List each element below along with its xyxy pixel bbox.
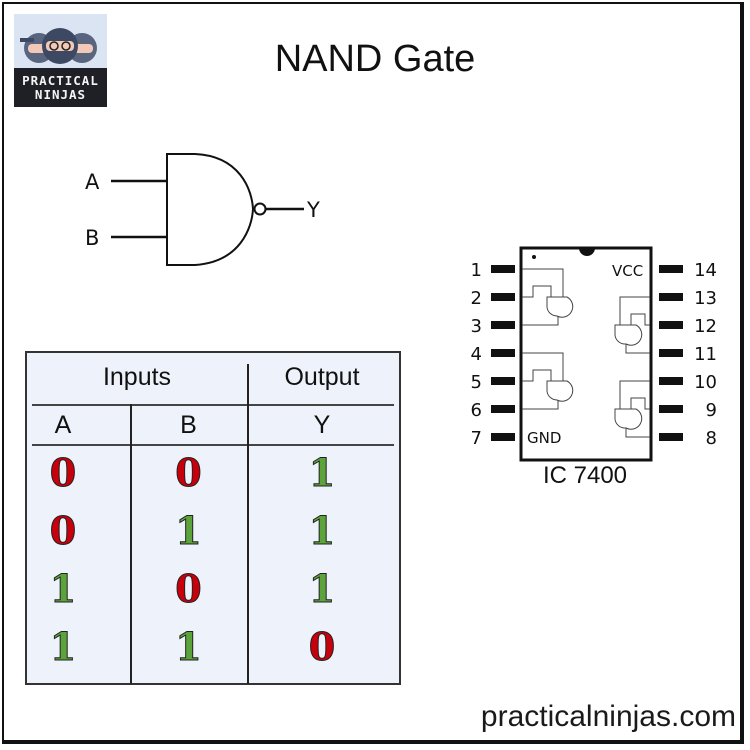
output-y-label: Y [306,198,320,222]
website-footer: practicalninjas.com [480,700,736,733]
ic-pin-number: 7 [471,428,482,449]
ic-pin-right [659,321,683,329]
column-header-b: B [180,411,197,439]
truth-table-cell: 0 [308,624,336,669]
ic-pin-number: 11 [694,344,717,365]
ic-pin-right [659,377,683,385]
header-divider [247,364,249,406]
column-header-a: A [54,411,72,439]
gate-1-wiring [522,268,574,326]
and-body-shape [166,153,255,266]
ic-pin-left [491,265,515,273]
truth-table-cell: 0 [49,450,77,495]
truth-table: Inputs Output A B Y 0 0 1 0 1 1 1 0 1 1 1 0 [25,351,401,685]
page-title: NAND Gate [274,38,476,80]
inversion-bubble [253,202,267,216]
ninja-faces-icon [14,14,107,68]
column-header-rule [32,444,394,446]
truth-table-cell: 1 [308,508,336,553]
input-a-label: A [85,170,100,194]
ic-pin-number: 5 [471,372,482,393]
input-b-label: B [85,226,99,250]
truth-table-cell: 1 [308,566,336,611]
ic-pin-left [491,433,515,441]
ic-pin-number: 12 [694,316,717,337]
ic-pin-left [491,377,515,385]
ic-pin-left [491,321,515,329]
logo-banner: PRACTICAL NINJAS [14,68,107,107]
ic-pin-number: 9 [706,400,717,421]
ic-pin-number: 10 [694,372,717,393]
header-rule [32,404,394,406]
gnd-label: GND [527,429,561,447]
nand-gate-symbol: A B Y [85,153,320,266]
ic-pin-number: 8 [706,428,717,449]
ic-pin-number: 13 [694,288,717,309]
ic-pin-left [491,349,515,357]
ic-pin-number: 3 [471,316,482,337]
ic-pin-right [659,293,683,301]
ic-pin-left [491,405,515,413]
ic-notch [579,248,595,256]
practical-ninjas-logo: PRACTICAL NINJAS [14,14,107,107]
ic-pin-left [491,293,515,301]
column-divider-1 [130,404,132,684]
gate-4-wiring [614,380,650,438]
vcc-label: VCC [612,262,643,280]
truth-table-cell: 0 [49,508,77,553]
ic-pin-number: 14 [694,260,717,281]
truth-table-cell: 1 [49,624,77,669]
truth-table-cell: 1 [175,508,202,553]
column-divider-2 [247,404,249,684]
ic-pin-number: 6 [471,400,482,421]
ic-pin-number: 2 [471,288,482,309]
ic-pin-right [659,433,683,441]
column-header-y: Y [313,411,331,439]
inputs-header: Inputs [102,363,172,391]
logo-line-2: NINJAS [34,86,87,102]
ic-pin-number: 1 [471,260,482,281]
ic-pin-right [659,265,683,273]
truth-table-cell: 1 [49,566,77,611]
truth-table-cell: 1 [175,624,202,669]
ic-pin-number: 4 [471,344,482,365]
logo-line-1: PRACTICAL [22,72,99,88]
pin-1-dot [532,255,536,259]
truth-table-cell: 1 [308,450,336,495]
ic-name-label: IC 7400 [542,462,628,489]
truth-table-cell: 0 [175,450,202,495]
output-header: Output [284,363,360,391]
truth-table-cell: 0 [175,566,202,611]
ic-pin-right [659,405,683,413]
ic-pin-right [659,349,683,357]
gate-2-wiring [522,352,574,410]
gate-3-wiring [614,296,650,354]
